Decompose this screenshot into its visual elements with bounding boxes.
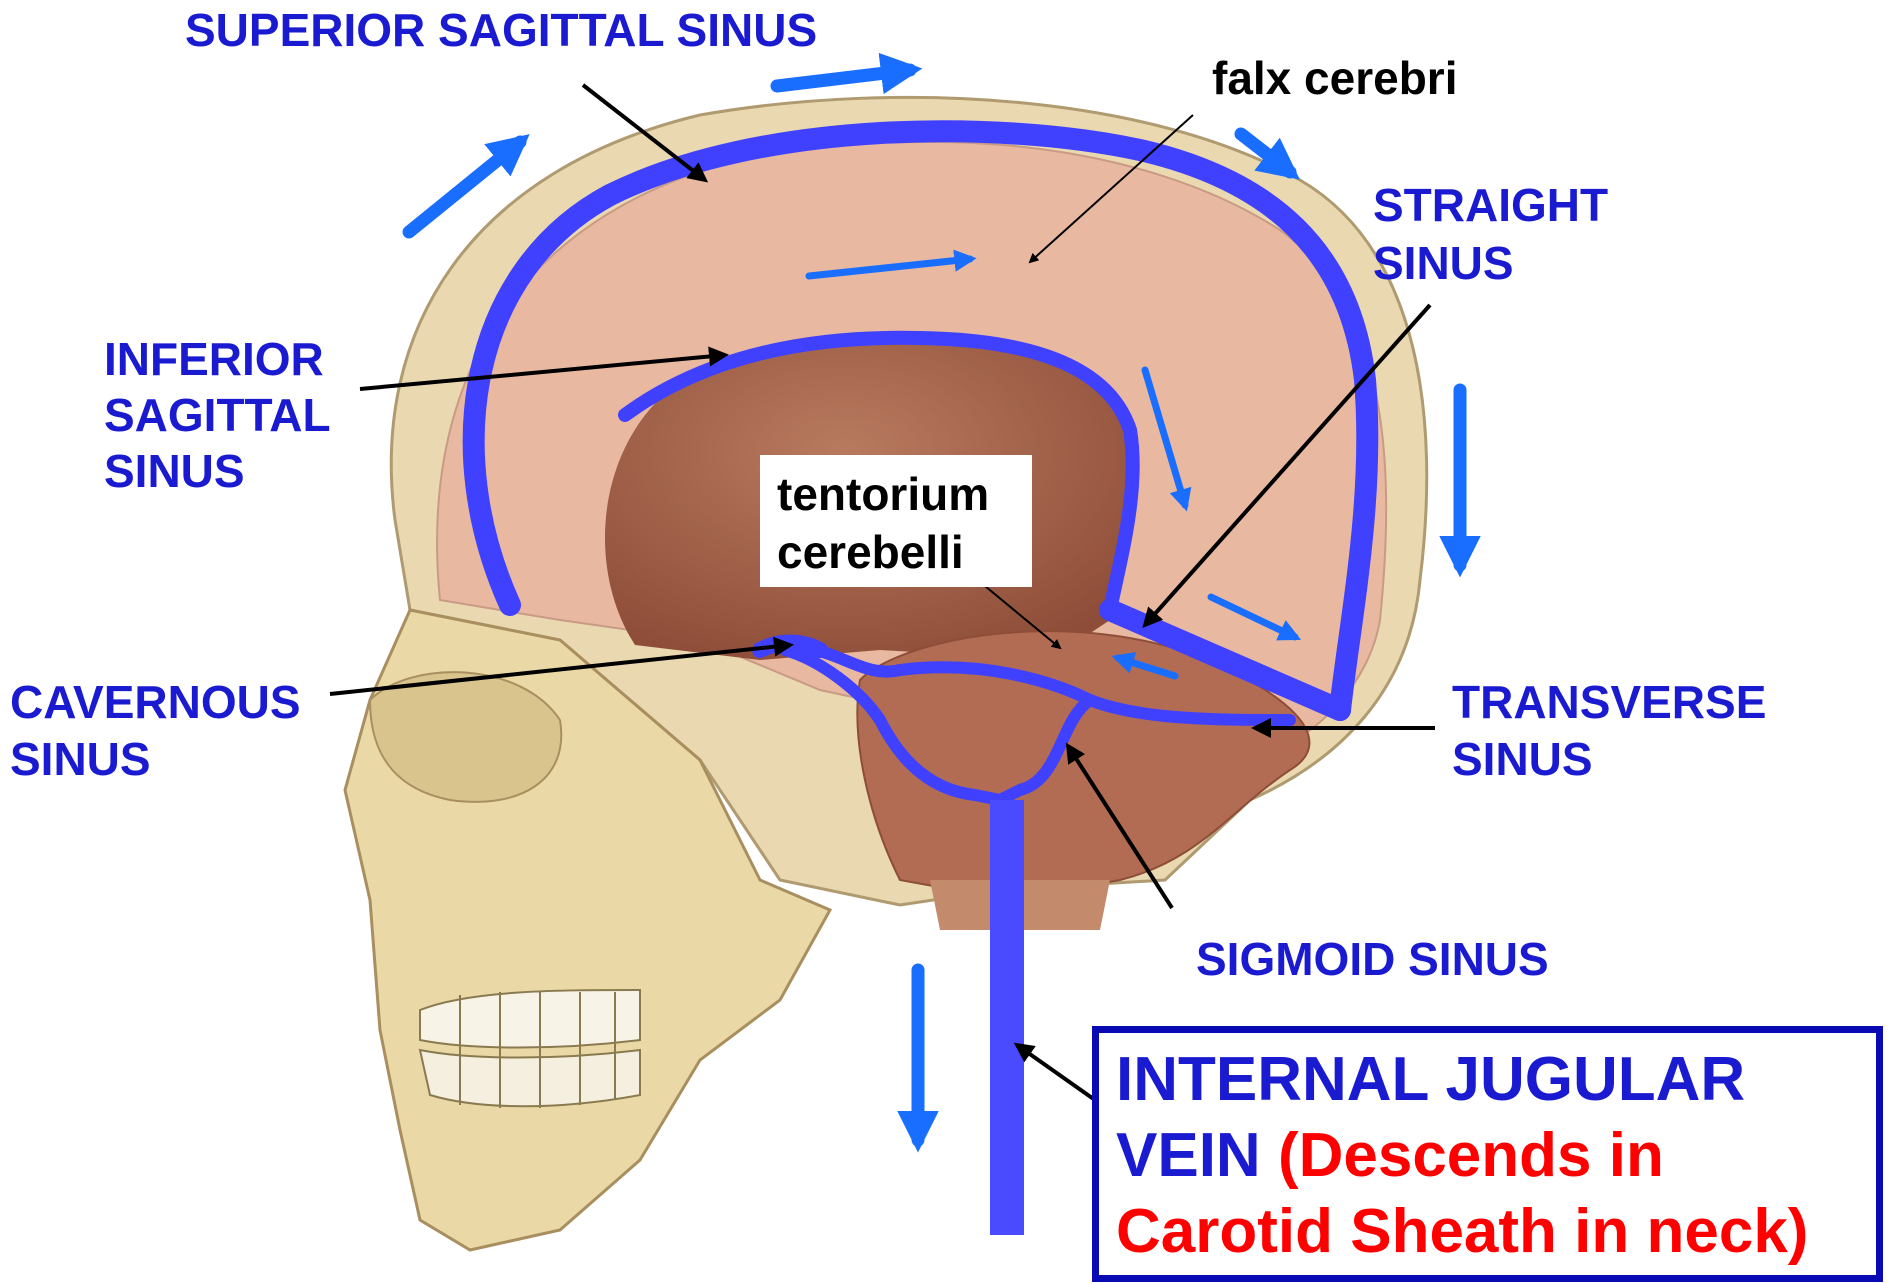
label-inferior-sagittal-line2: SAGITTAL	[104, 386, 331, 444]
ijv-line3: Carotid Sheath in neck)	[1116, 1194, 1808, 1270]
ijv-line2-red: (Descends in	[1278, 1121, 1664, 1190]
internal-jugular-vein-shape	[990, 800, 1024, 1235]
ijv-line2-blue: VEIN	[1116, 1121, 1278, 1190]
ijv-line2: VEIN (Descends in	[1116, 1118, 1808, 1194]
label-superior-sagittal-sinus: SUPERIOR SAGITTAL SINUS	[185, 1, 817, 59]
ijv-line1: INTERNAL JUGULAR	[1116, 1042, 1808, 1118]
label-falx-cerebri: falx cerebri	[1212, 49, 1457, 107]
leader-ijv	[1017, 1045, 1095, 1100]
flow-arrow-2	[777, 70, 910, 86]
label-straight-sinus-line2: SINUS	[1373, 234, 1514, 292]
label-straight-sinus-line1: STRAIGHT	[1373, 176, 1608, 234]
label-transverse-line2: SINUS	[1452, 730, 1593, 788]
label-cavernous-line2: SINUS	[10, 730, 151, 788]
label-tentorium-line1: tentorium	[777, 465, 989, 523]
label-cavernous-line1: CAVERNOUS	[10, 673, 301, 731]
label-inferior-sagittal-line1: INFERIOR	[104, 330, 324, 388]
label-internal-jugular-vein: INTERNAL JUGULAR VEIN (Descends in Carot…	[1116, 1042, 1808, 1270]
label-sigmoid-sinus: SIGMOID SINUS	[1196, 930, 1549, 988]
label-transverse-line1: TRANSVERSE	[1452, 673, 1766, 731]
label-tentorium-line2: cerebelli	[777, 523, 964, 581]
label-inferior-sagittal-line3: SINUS	[104, 442, 245, 500]
